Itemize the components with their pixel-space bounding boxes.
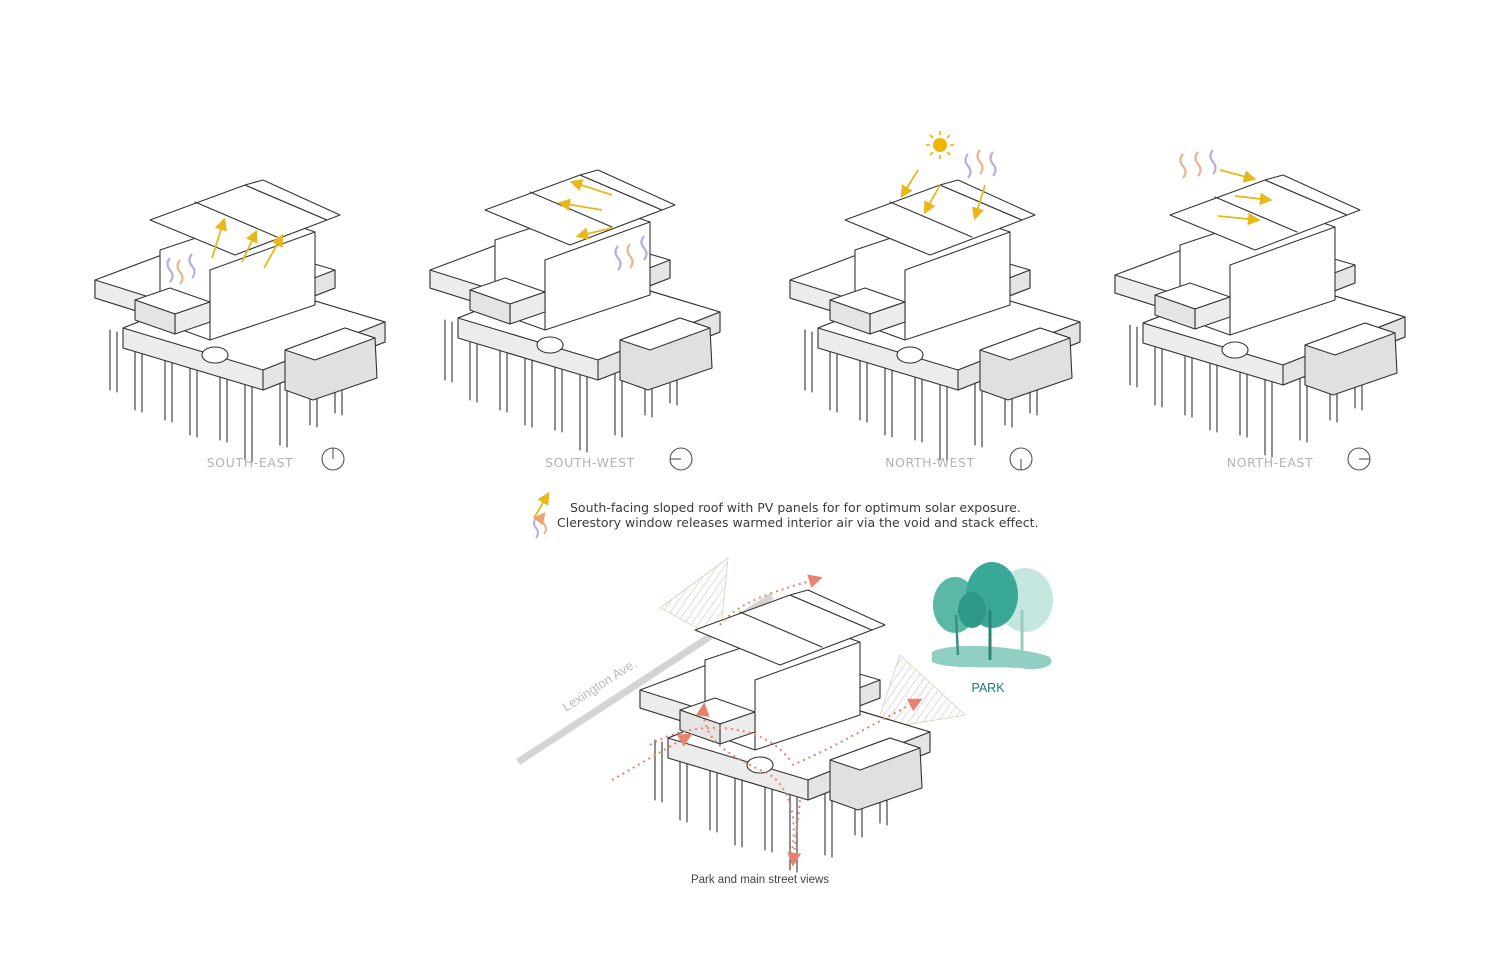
view-south-east: SOUTH-EAST [94, 179, 386, 471]
view-cone-park [874, 654, 966, 731]
site-caption: Park and main street views [691, 874, 829, 886]
compass-icon [669, 447, 693, 471]
warm-air-waves [614, 235, 648, 271]
view-label: NORTH-EAST [1227, 455, 1314, 470]
view-path [611, 574, 923, 867]
warm-air-waves [166, 253, 196, 285]
legend: South-facing sloped roof with PV panels … [533, 491, 1038, 539]
view-north-east: NORTH-EAST [1114, 149, 1406, 471]
warm-air-icon [533, 512, 547, 539]
compass-icon [1347, 447, 1371, 471]
solar-arrows [211, 217, 284, 269]
warm-air-waves [964, 149, 997, 179]
view-label: SOUTH-EAST [207, 455, 294, 470]
solar-arrows [1217, 169, 1273, 226]
view-north-west: NORTH-WEST [789, 131, 1081, 471]
legend-roof-text: South-facing sloped roof with PV panels … [570, 500, 1021, 515]
sun-icon [926, 131, 954, 159]
site-diagram: Lexington Ave. PARK Park and main [516, 557, 1053, 886]
park-label: PARK [971, 681, 1005, 695]
solar-arrow-icon [533, 491, 550, 519]
compass-icon [321, 447, 345, 471]
view-cone-street [659, 557, 729, 641]
warm-air-waves [1179, 149, 1217, 179]
view-label: SOUTH-WEST [545, 455, 635, 470]
park-trees-icon [932, 562, 1053, 670]
compass-icon [1009, 447, 1033, 471]
legend-air-text: Clerestory window releases warmed interi… [557, 515, 1038, 530]
view-south-west: SOUTH-WEST [429, 169, 721, 471]
view-label: NORTH-WEST [885, 455, 975, 470]
solar-arrows [900, 169, 986, 221]
solar-arrows [557, 179, 613, 240]
